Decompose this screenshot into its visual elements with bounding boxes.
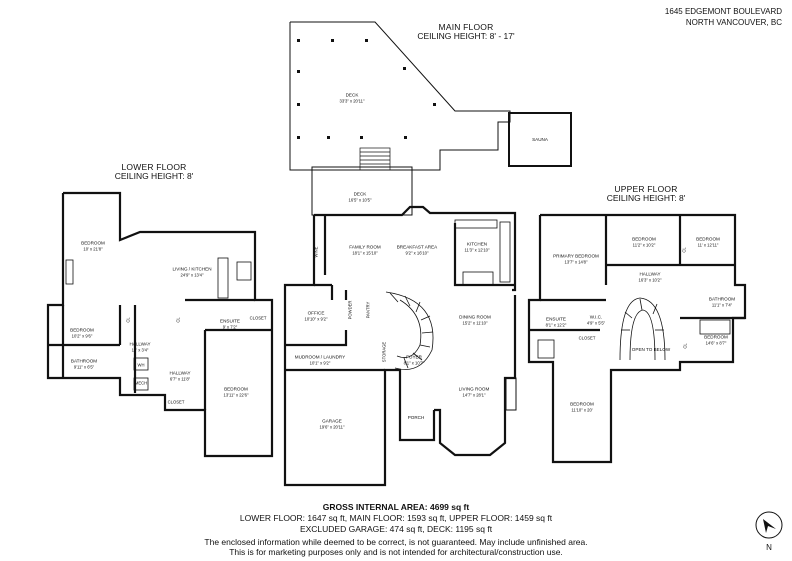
- tag-wh: WH: [137, 362, 145, 368]
- upper-floor-title: UPPER FLOOR: [614, 184, 678, 194]
- room-open-to-below: OPEN TO BELOW: [631, 347, 671, 353]
- area-excluded: EXCLUDED GARAGE: 474 sq ft, DECK: 1195 s…: [299, 524, 493, 534]
- tag-cl-upper: CL: [681, 247, 687, 253]
- room-sauna: SAUNA: [532, 137, 548, 143]
- deck-stairs: [359, 147, 391, 171]
- main-floor-title: MAIN FLOOR: [438, 22, 494, 32]
- main-floor-walls: [283, 205, 517, 487]
- main-floor-ceiling: CEILING HEIGHT: 8' - 17': [417, 31, 515, 41]
- tag-cl-lower: CL: [125, 317, 131, 323]
- tag-powder: POWDER: [347, 300, 353, 320]
- tag-pantry: PANTRY: [365, 301, 371, 319]
- main-curved-staircase: [385, 291, 434, 370]
- tag-wine: WINE: [313, 246, 319, 258]
- lower-floor-title: LOWER FLOOR: [121, 162, 187, 172]
- address-line-2: NORTH VANCOUVER, BC: [685, 18, 782, 27]
- living-bay-window: [505, 377, 517, 411]
- disclaimer-line-1: The enclosed information while deemed to…: [204, 537, 588, 547]
- main-deck-outline: [289, 21, 511, 171]
- gross-internal-area: GROSS INTERNAL AREA: 4699 sq ft: [322, 502, 470, 512]
- tag-cl-upper-2: CL: [682, 343, 688, 349]
- tag-closet-lower: CLOSET: [249, 315, 267, 321]
- tag-closet-lower-hall: CLOSET: [167, 399, 185, 405]
- room-porch: PORCH: [407, 415, 425, 421]
- lower-fixtures: [65, 257, 252, 391]
- tag-storage: STORAGE: [381, 341, 387, 363]
- upper-floor-walls: [527, 213, 747, 464]
- tag-mech: MECH: [134, 380, 148, 386]
- upper-floor-ceiling: CEILING HEIGHT: 8': [606, 193, 686, 203]
- kitchen-fixtures: [454, 219, 511, 286]
- compass-north-label: N: [766, 543, 772, 552]
- area-by-floor: LOWER FLOOR: 1647 sq ft, MAIN FLOOR: 159…: [239, 513, 553, 523]
- room-walk-in-closet: W.I.C.4'9" x 5'5": [586, 314, 606, 326]
- lower-floor-walls: [46, 191, 274, 458]
- compass-icon: N: [754, 510, 784, 556]
- lower-floor-ceiling: CEILING HEIGHT: 8': [114, 171, 194, 181]
- address-line-1: 1645 EDGEMONT BOULEVARD: [664, 7, 782, 16]
- disclaimer-line-2: This is for marketing purposes only and …: [229, 547, 563, 557]
- upper-fixtures: [537, 319, 731, 359]
- sauna-outline: [508, 112, 572, 167]
- tag-cl-lower-2: CL: [175, 317, 181, 323]
- upper-open-to-below: [619, 297, 666, 361]
- tag-closet-upper: CLOSET: [578, 335, 596, 341]
